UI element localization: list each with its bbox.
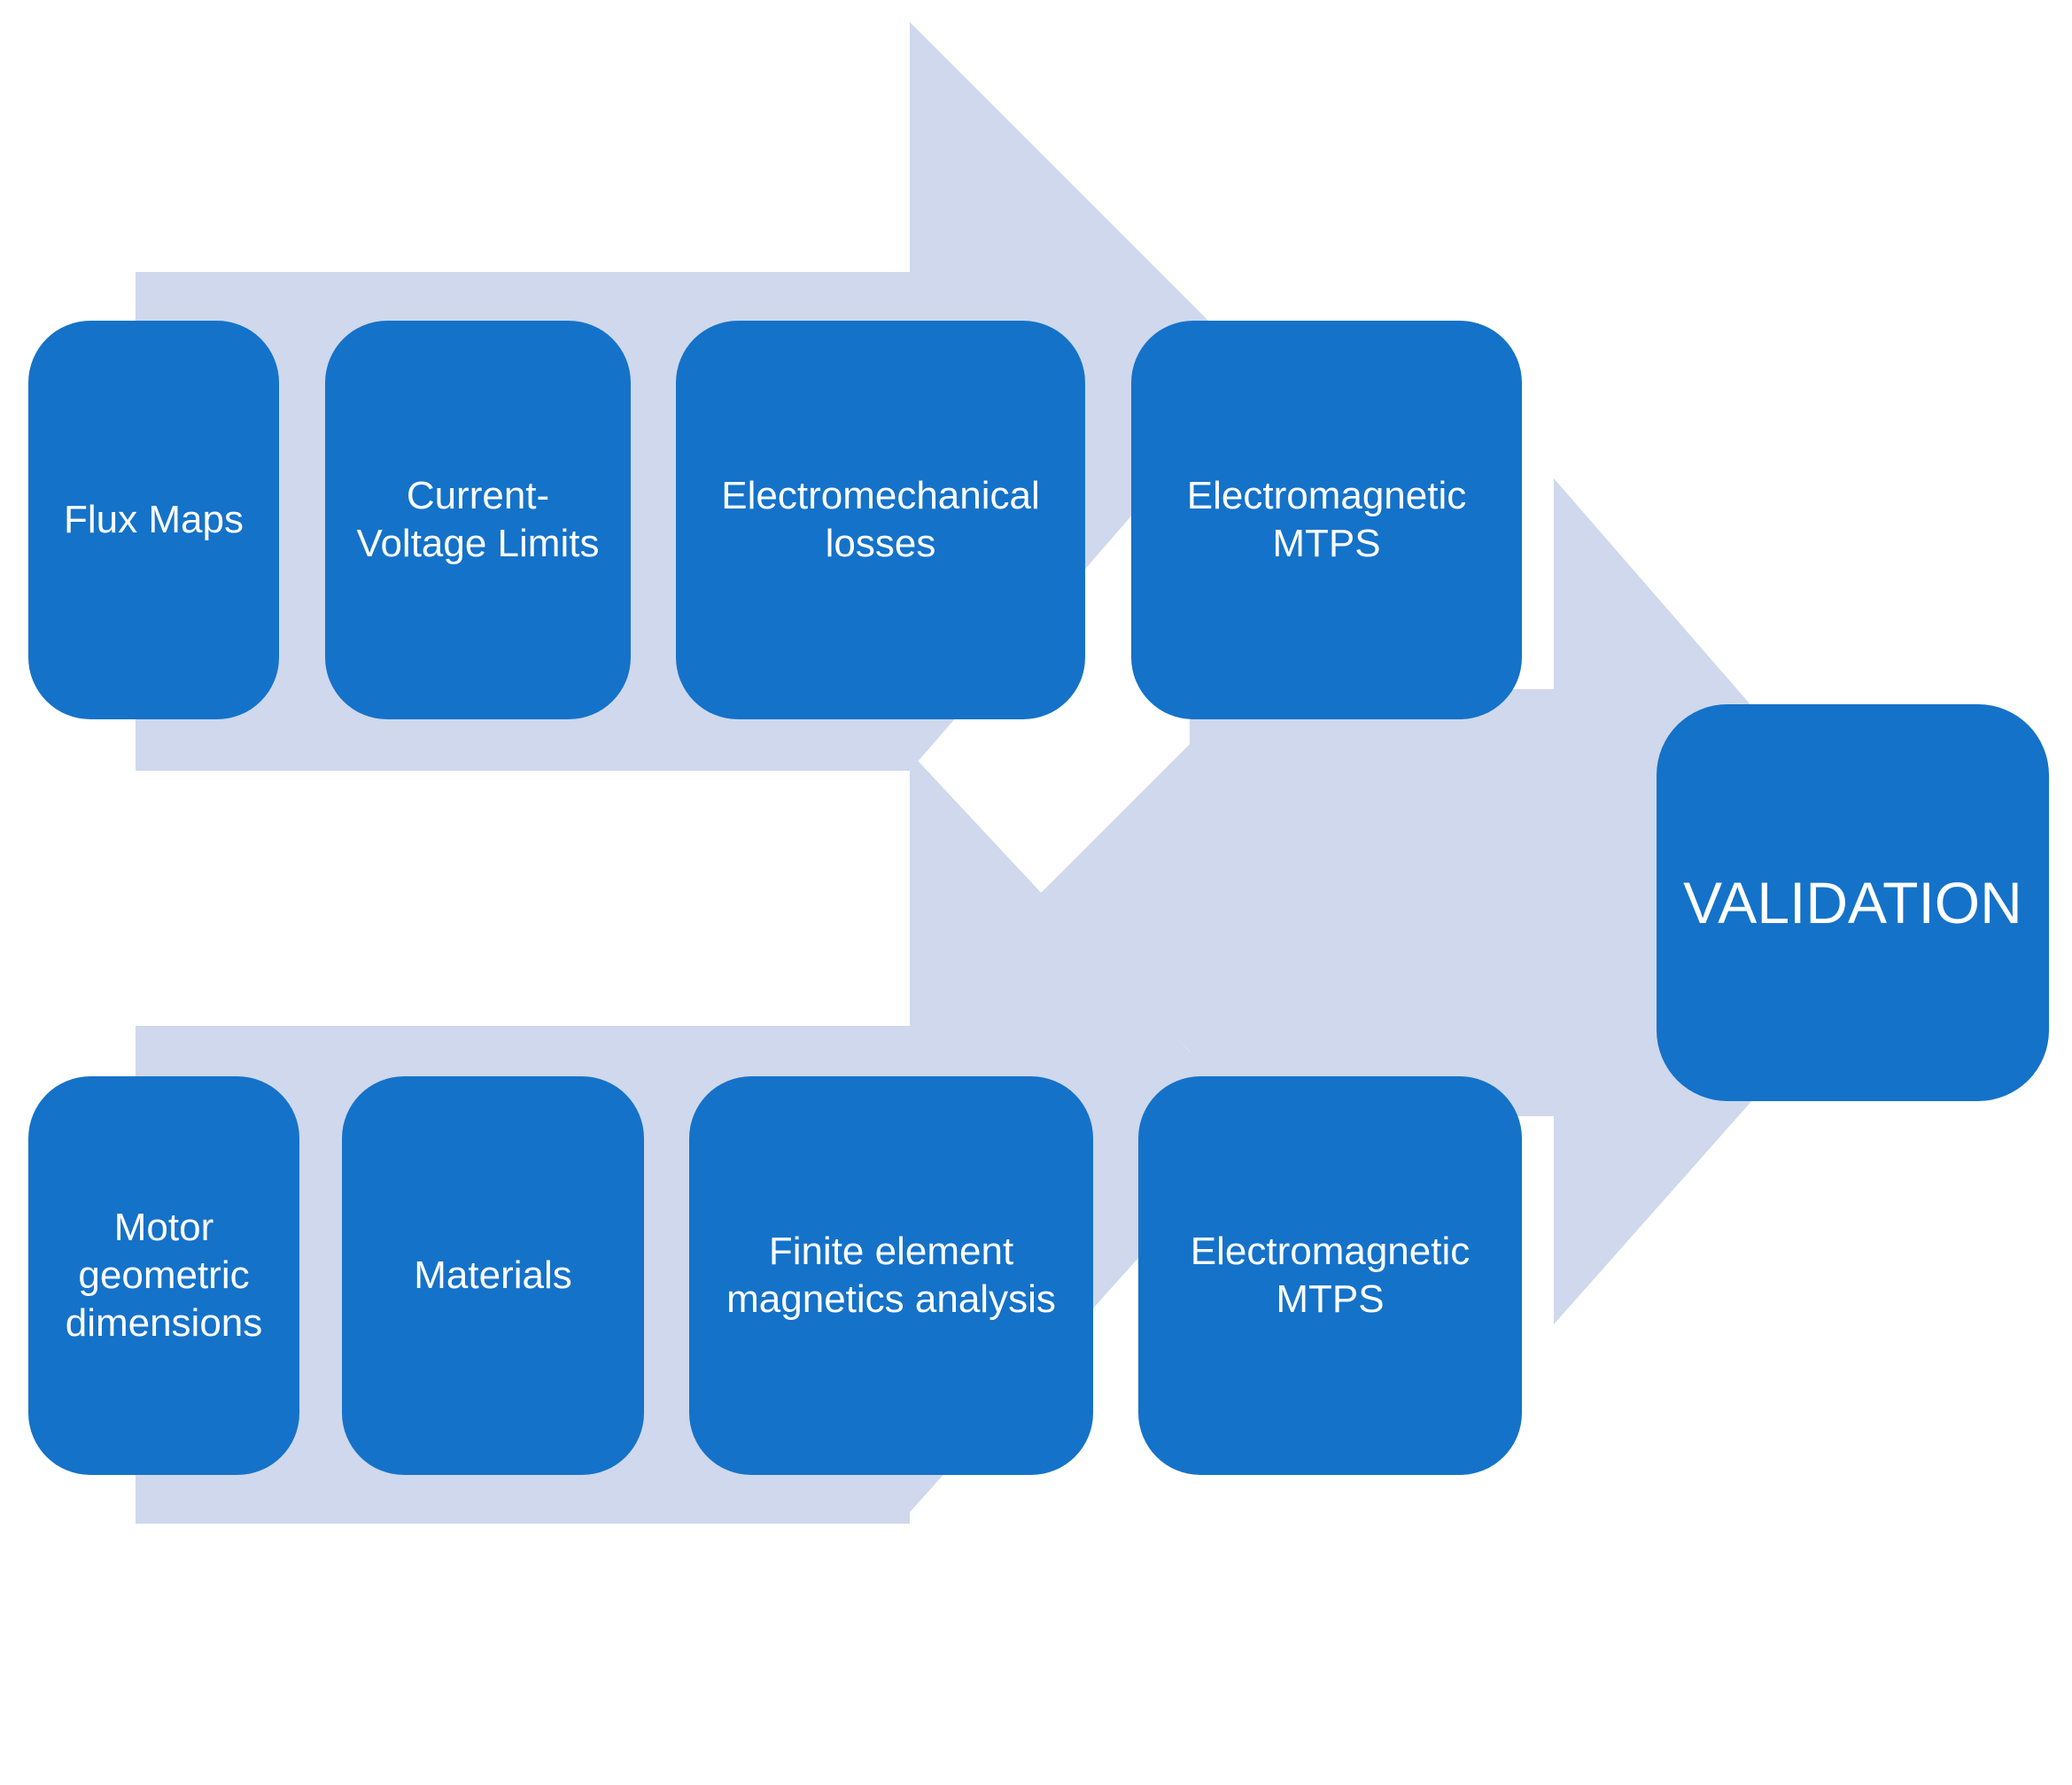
materials-label: Materials [414, 1253, 572, 1297]
flux-maps-box: Flux Maps [28, 321, 279, 719]
current-voltage-limits-label: Current-Voltage Limits [356, 474, 600, 565]
flux-maps-label: Flux Maps [64, 498, 244, 541]
validation-box: VALIDATION [1657, 704, 2049, 1101]
current-voltage-limits-box: Current-Voltage Limits [325, 321, 631, 719]
materials-box: Materials [342, 1076, 644, 1475]
validation-label: VALIDATION [1683, 870, 2022, 935]
